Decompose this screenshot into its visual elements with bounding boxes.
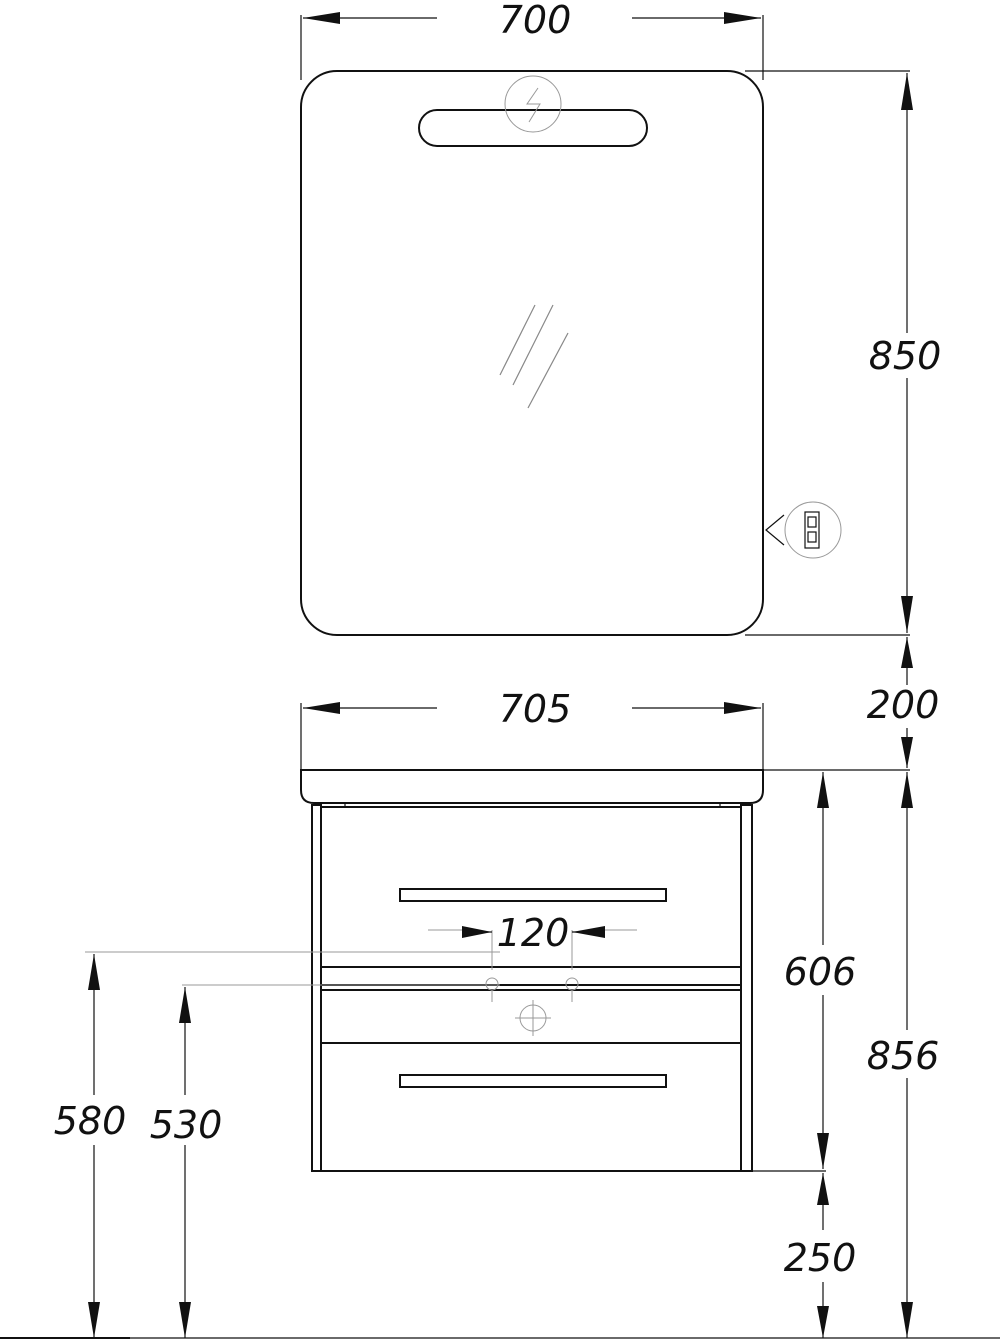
hole-spacing-label: 120	[497, 911, 570, 955]
vanity-unit	[300, 769, 764, 1172]
height-530-label: 530	[150, 1103, 223, 1147]
total-height-label: 856	[867, 1034, 940, 1078]
mirror-reflection-hatch	[499, 304, 569, 409]
mirror-outline	[300, 70, 764, 636]
vanity-height-label: 606	[784, 950, 857, 994]
basin-countertop	[300, 769, 764, 804]
lower-drawer-front	[320, 1042, 742, 1172]
mirror-height-label: 850	[869, 334, 942, 378]
left-side-panel	[311, 804, 322, 1172]
height-580-label: 580	[54, 1099, 127, 1143]
power-lightning-icon	[504, 75, 562, 133]
mirror-width-label: 700	[499, 0, 572, 42]
mirror-light-slot	[418, 109, 648, 147]
upper-drawer-front	[320, 806, 742, 968]
vanity-width-label: 705	[499, 687, 572, 731]
floor-clearance-label: 250	[784, 1236, 857, 1280]
socket-icon	[765, 501, 842, 559]
upper-drawer-handle	[399, 888, 667, 902]
mirror-cabinet	[300, 70, 842, 636]
dimension-lines	[0, 12, 1000, 1339]
drain-outlet-icon	[515, 1000, 551, 1036]
right-side-panel	[740, 804, 753, 1172]
gap-height-label: 200	[867, 683, 940, 727]
lower-drawer-handle	[399, 1074, 667, 1088]
